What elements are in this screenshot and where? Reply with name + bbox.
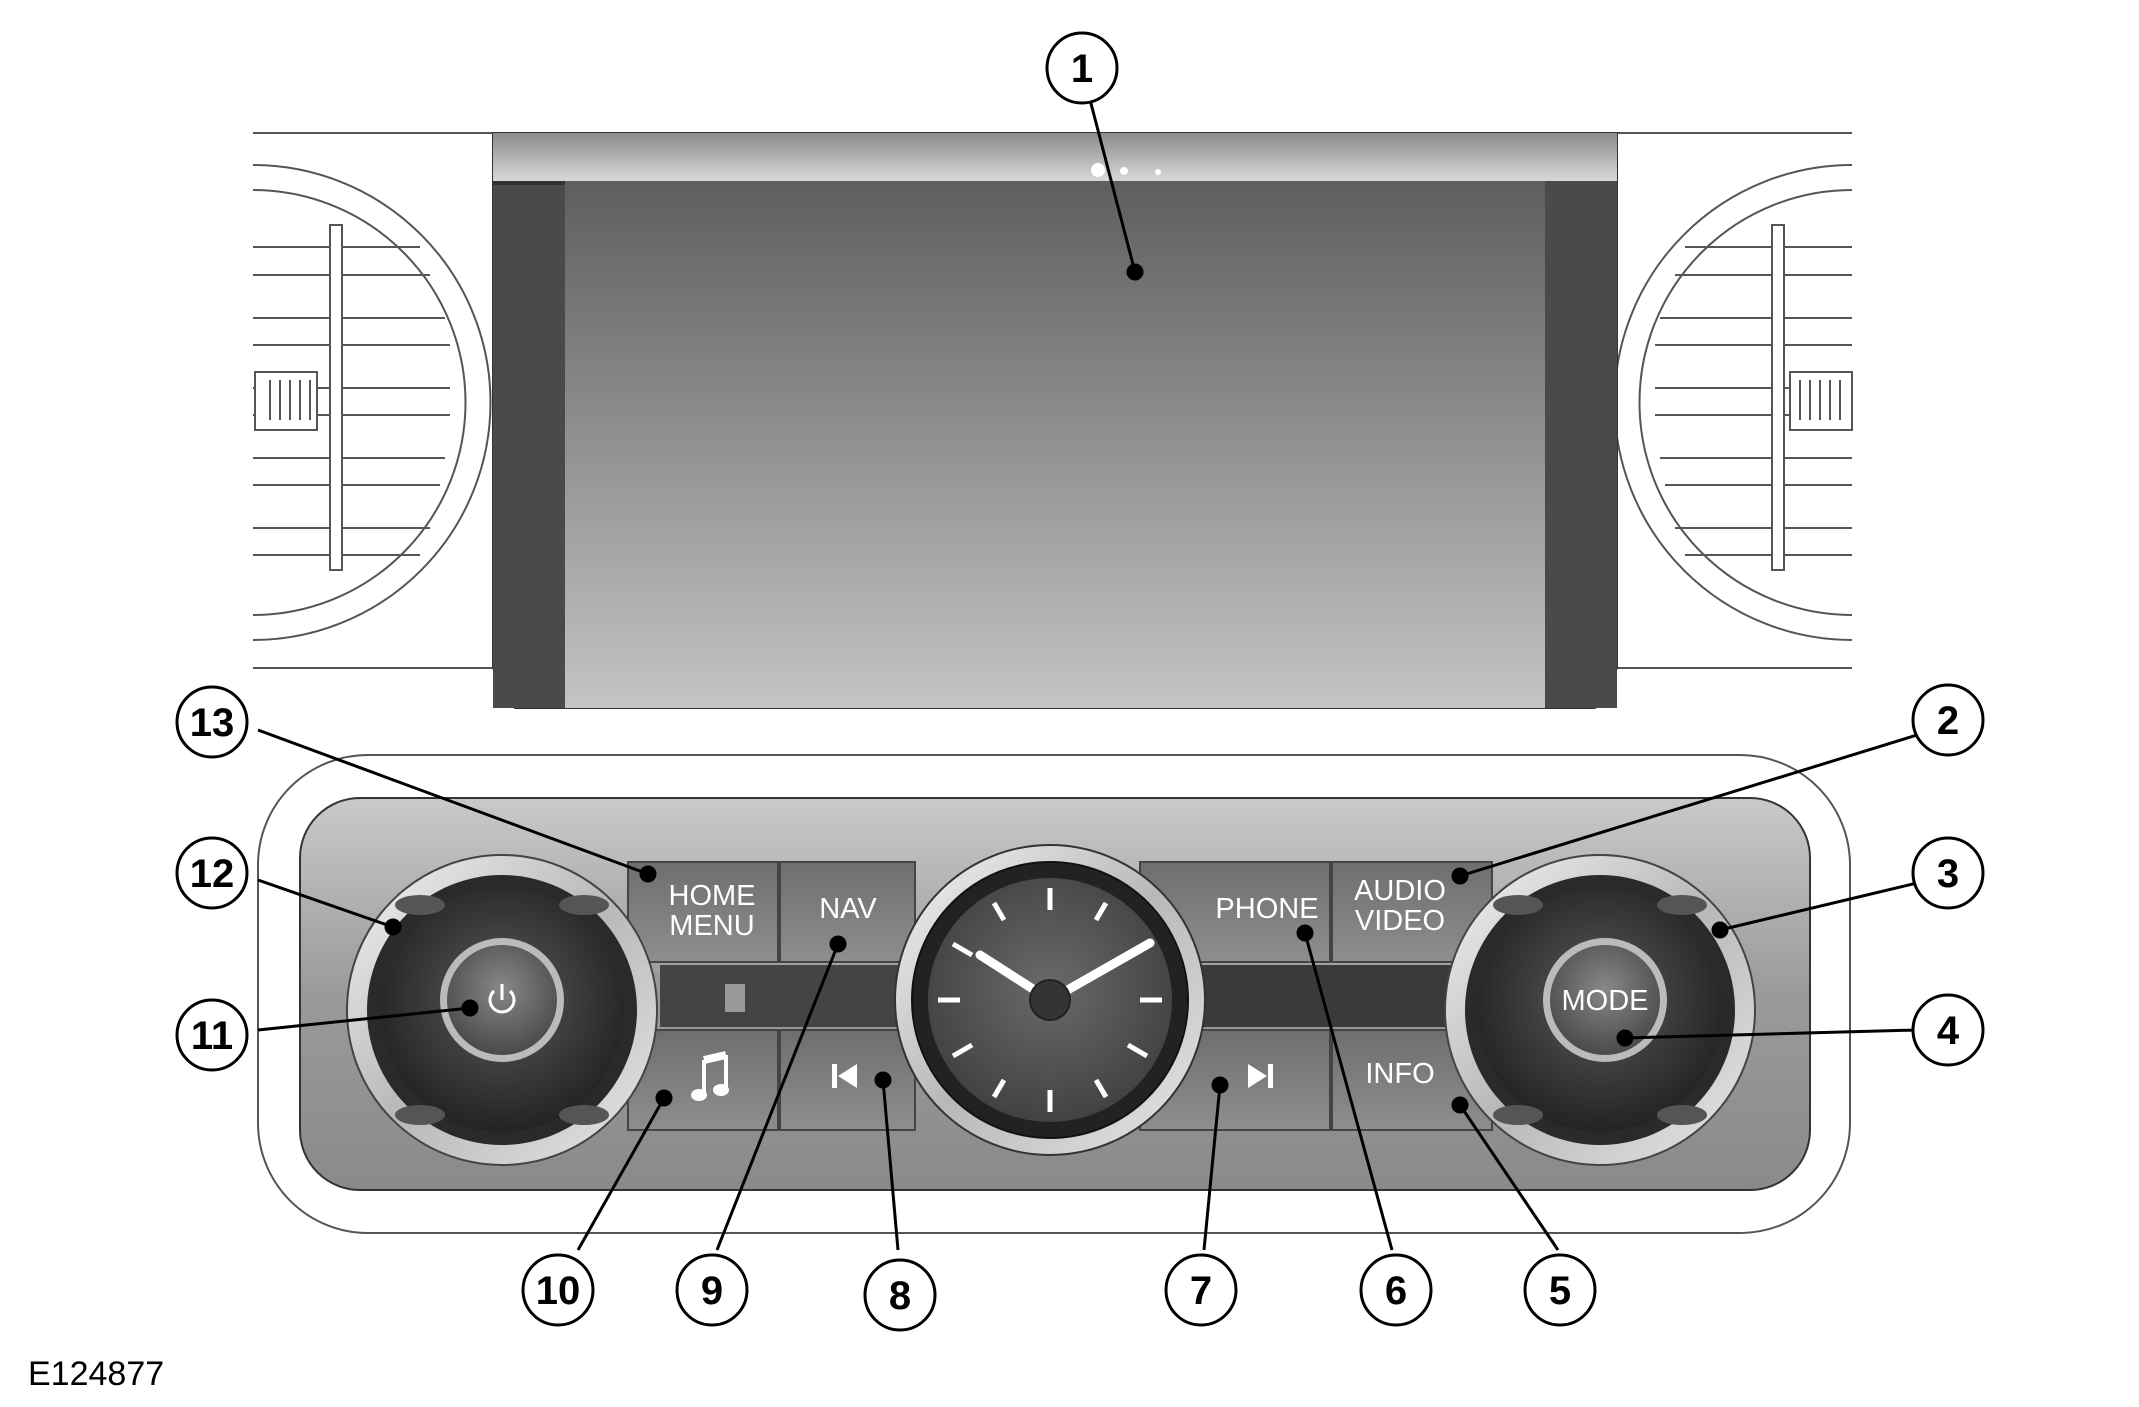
callout-9: 9 (675, 1253, 749, 1327)
svg-text:9: 9 (701, 1269, 723, 1313)
svg-text:12: 12 (190, 852, 235, 896)
volume-knob-grips (395, 895, 609, 1125)
callout-11: 11 (175, 998, 249, 1072)
music-note-icon (691, 1051, 729, 1101)
svg-text:6: 6 (1385, 1269, 1407, 1313)
svg-text:11: 11 (191, 1014, 233, 1058)
skip-previous-icon (832, 1064, 857, 1088)
right-air-vent (1613, 164, 1853, 641)
audio-video-label-line2: VIDEO (1355, 905, 1445, 937)
audio-video-label-line1: AUDIO (1354, 875, 1446, 907)
phone-label: PHONE (1215, 893, 1318, 925)
svg-text:8: 8 (889, 1274, 911, 1318)
mode-label: MODE (1562, 985, 1649, 1017)
volume-knob[interactable] (346, 854, 658, 1166)
nav-label: NAV (819, 893, 877, 925)
left-air-vent (252, 164, 492, 641)
callout-13: 13 (175, 685, 249, 759)
svg-text:3: 3 (1937, 852, 1959, 896)
power-icon (488, 984, 516, 1014)
callout-8: 8 (863, 1258, 937, 1332)
callout-7: 7 (1164, 1253, 1238, 1327)
callout-5: 5 (1523, 1253, 1597, 1327)
info-label: INFO (1365, 1058, 1434, 1090)
figure-id-label: E124877 (28, 1355, 165, 1393)
rotary-knob-grips (1493, 895, 1707, 1125)
callout-6: 6 (1359, 1253, 1433, 1327)
power-button[interactable] (440, 938, 564, 1062)
skip-next-icon (1248, 1064, 1273, 1088)
svg-text:7: 7 (1190, 1269, 1212, 1313)
callout-3: 3 (1911, 836, 1985, 910)
callout-1: 1 (1045, 31, 1119, 105)
home-menu-label-line1: HOME (669, 880, 756, 912)
callout-10: 10 (521, 1253, 595, 1327)
svg-text:5: 5 (1549, 1269, 1571, 1313)
analog-clock (894, 844, 1206, 1156)
callout-markers: 1 2 3 4 5 6 7 8 9 10 11 12 13 (175, 31, 1985, 1332)
callout-2: 2 (1911, 683, 1985, 757)
svg-text:10: 10 (536, 1269, 581, 1313)
mode-button[interactable]: MODE (1543, 938, 1667, 1062)
leader-lines (257, 91, 1918, 1251)
rotary-control-knob[interactable]: MODE (1444, 854, 1756, 1166)
dashboard-surround (253, 132, 1852, 669)
callout-12: 12 (175, 836, 249, 910)
svg-text:1: 1 (1071, 47, 1093, 91)
touch-screen-display (492, 132, 1618, 709)
callout-4: 4 (1911, 993, 1985, 1067)
svg-text:4: 4 (1937, 1009, 1960, 1053)
home-menu-label-line2: MENU (669, 910, 754, 942)
svg-text:2: 2 (1937, 699, 1959, 743)
previous-track-button[interactable] (779, 1029, 916, 1131)
svg-text:13: 13 (190, 701, 235, 745)
nav-button[interactable]: NAV (779, 861, 916, 963)
